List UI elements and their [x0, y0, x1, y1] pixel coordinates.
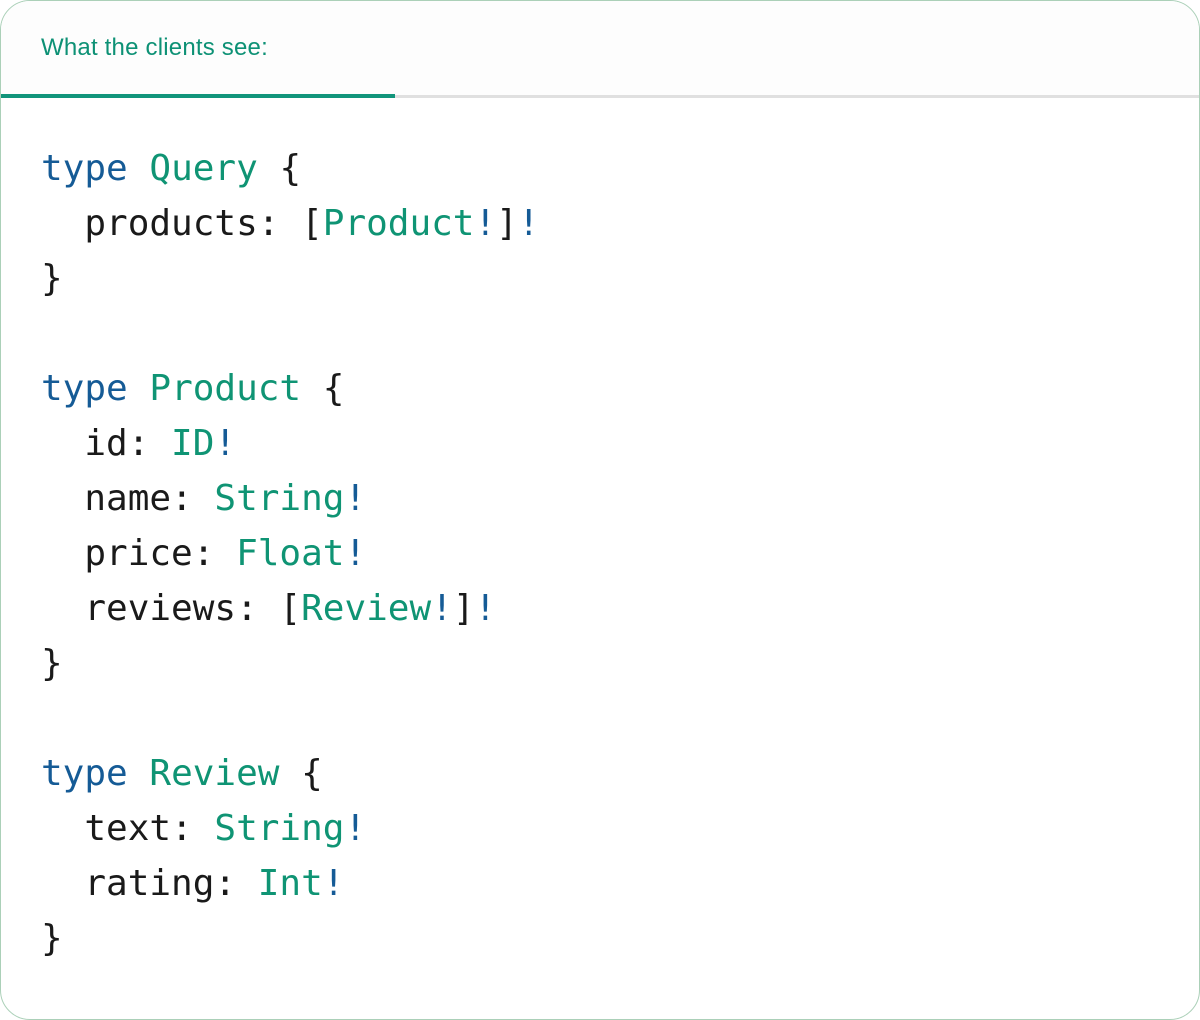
code-token-plain: [128, 148, 150, 189]
code-line: text: String!: [41, 801, 1159, 856]
code-token-plain: reviews: [: [41, 588, 302, 629]
code-line: }: [41, 636, 1159, 691]
code-token-type: Float: [236, 533, 345, 574]
code-token-plain: ]: [496, 203, 518, 244]
code-token-plain: [128, 368, 150, 409]
code-token-plain: {: [279, 753, 323, 794]
code-line: price: Float!: [41, 526, 1159, 581]
code-token-keyword: type: [41, 368, 128, 409]
code-line: [41, 306, 1159, 361]
code-token-type: String: [214, 478, 345, 519]
code-token-type: Review: [301, 588, 432, 629]
code-line: }: [41, 251, 1159, 306]
code-token-plain: id:: [41, 423, 172, 464]
code-token-type: Query: [149, 148, 258, 189]
tab-what-clients-see[interactable]: What the clients see:: [1, 1, 268, 95]
code-token-type: Product: [322, 203, 475, 244]
code-line: type Product {: [41, 361, 1159, 416]
tab-divider: [1, 95, 1199, 98]
code-token-type: ID: [171, 423, 215, 464]
code-line: name: String!: [41, 471, 1159, 526]
code-token-plain: }: [41, 258, 63, 299]
code-token-plain: products: [: [41, 203, 323, 244]
code-token-plain: rating:: [41, 863, 258, 904]
tab-label: What the clients see:: [41, 34, 268, 61]
code-line: products: [Product!]!: [41, 196, 1159, 251]
code-token-type: Review: [149, 753, 280, 794]
code-line: [41, 691, 1159, 746]
code-token-plain: {: [257, 148, 302, 189]
code-token-plain: text:: [41, 808, 215, 849]
code-token-plain: [128, 753, 150, 794]
code-token-keyword: !: [474, 588, 497, 629]
code-token-plain: }: [41, 918, 63, 959]
code-token-type: Product: [149, 368, 302, 409]
code-token-plain: }: [41, 643, 63, 684]
code-token-type: Int: [257, 863, 323, 904]
code-line: }: [41, 911, 1159, 966]
active-tab-indicator: [1, 94, 395, 98]
code-token-keyword: !: [517, 203, 540, 244]
code-token-keyword: type: [41, 148, 128, 189]
code-token-keyword: !: [344, 478, 367, 519]
code-line: type Query {: [41, 141, 1159, 196]
code-token-plain: {: [301, 368, 345, 409]
code-token-keyword: !: [344, 808, 367, 849]
code-token-keyword: type: [41, 753, 128, 794]
code-line: rating: Int!: [41, 856, 1159, 911]
code-line: type Review {: [41, 746, 1159, 801]
code-token-plain: name:: [41, 478, 215, 519]
code-token-keyword: !: [214, 423, 237, 464]
code-line: reviews: [Review!]!: [41, 581, 1159, 636]
code-line: id: ID!: [41, 416, 1159, 471]
code-token-keyword: !: [322, 863, 345, 904]
tab-bar: What the clients see:: [1, 1, 1199, 98]
code-token-keyword: !: [474, 203, 497, 244]
code-token-plain: price:: [41, 533, 237, 574]
code-token-plain: ]: [452, 588, 475, 629]
code-block: type Query { products: [Product!]!} type…: [1, 95, 1199, 966]
code-token-keyword: !: [431, 588, 453, 629]
code-token-keyword: !: [344, 533, 367, 574]
code-token-type: String: [214, 808, 345, 849]
